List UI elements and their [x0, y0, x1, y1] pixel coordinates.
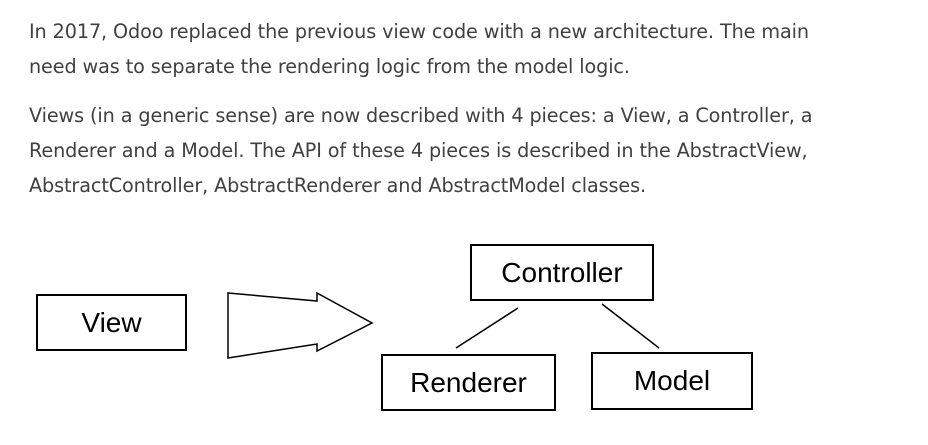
paragraph-line: Renderer and a Model. The API of these 4…: [29, 139, 808, 162]
paragraph-line: In 2017, Odoo replaced the previous view…: [29, 20, 809, 43]
intro-paragraph: In 2017, Odoo replaced the previous view…: [29, 14, 909, 84]
controller-model-connector: [601, 303, 660, 349]
architecture-paragraph: Views (in a generic sense) are now descr…: [29, 98, 909, 203]
controller-box: Controller: [470, 244, 654, 301]
model-label: Model: [633, 365, 711, 396]
model-box: Model: [591, 352, 753, 410]
document-body: In 2017, Odoo replaced the previous view…: [29, 14, 909, 217]
paragraph-line: AbstractController, AbstractRenderer and…: [29, 174, 647, 197]
view-label: View: [81, 306, 142, 338]
block-arrow-icon: [227, 291, 374, 359]
controller-label: Controller: [501, 256, 623, 288]
view-box: View: [36, 294, 187, 351]
paragraph-line: Views (in a generic sense) are now descr…: [29, 104, 813, 127]
architecture-diagram: View Controller Renderer Model: [0, 230, 928, 445]
renderer-label: Renderer: [410, 366, 527, 398]
renderer-box: Renderer: [381, 354, 556, 411]
paragraph-line: need was to separate the rendering logic…: [29, 55, 630, 78]
diagram-connectors: [227, 291, 660, 359]
controller-renderer-connector: [455, 307, 519, 349]
